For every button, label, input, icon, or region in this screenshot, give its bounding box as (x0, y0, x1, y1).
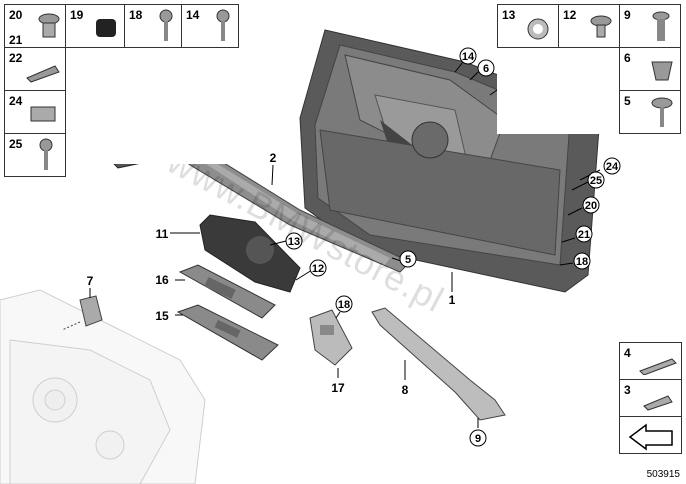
direction-arrow-icon (628, 423, 673, 451)
door-trim-panel (299, 29, 601, 293)
cell-12: 12 (558, 4, 620, 48)
label-1: 1 (449, 293, 456, 307)
cell-label-4: 4 (624, 346, 631, 360)
grab-handle (371, 307, 506, 421)
diagram-number: 503915 (646, 469, 680, 480)
cell-25: 25 (4, 133, 66, 177)
cell-5: 5 (619, 90, 681, 134)
callout-9: 9 (475, 433, 481, 445)
cell-label-25: 25 (9, 137, 23, 151)
cell-label-18: 18 (129, 8, 143, 22)
cell-label-6: 6 (624, 51, 631, 65)
speaker-grille (199, 214, 301, 293)
cell-label-22: 22 (9, 51, 23, 65)
callout-18: 18 (576, 256, 588, 268)
callout-14: 14 (462, 51, 475, 63)
cell-arrow (619, 416, 682, 454)
screw-icon (39, 138, 53, 170)
cell-label-5: 5 (624, 94, 631, 108)
cell-14: 14 (181, 4, 239, 48)
bracket-icon (639, 358, 677, 375)
bracket-icon (30, 106, 56, 122)
switch-panel-lower (176, 304, 279, 361)
callout-25: 25 (590, 175, 602, 187)
pin-icon (652, 11, 670, 41)
cell-label-13: 13 (502, 8, 516, 22)
callout-20: 20 (585, 200, 597, 212)
cell-22: 22 (4, 47, 66, 91)
clip-ring-icon (527, 18, 549, 40)
callout-6: 6 (483, 63, 489, 75)
clip-icon (38, 13, 60, 38)
cell-13: 13 (497, 4, 559, 48)
cell-6: 6 (619, 47, 681, 91)
label-16: 16 (155, 273, 169, 287)
label-7: 7 (87, 274, 94, 288)
callout-21: 21 (578, 229, 590, 241)
label-11: 11 (156, 227, 169, 241)
cell-24: 24 (4, 90, 66, 134)
cell-label-14: 14 (186, 8, 200, 22)
cell-label-20: 20 (9, 8, 23, 22)
switch-cover-17 (309, 309, 353, 366)
rivet-icon (590, 15, 612, 38)
cell-label-24: 24 (9, 94, 23, 108)
door-frame-background (0, 289, 206, 484)
cell-4: 4 (619, 342, 682, 380)
cell-label-3: 3 (624, 383, 631, 397)
clip-part-7 (61, 295, 103, 331)
cell-label-9: 9 (624, 8, 631, 22)
cell-9: 9 (619, 4, 681, 48)
cell-label-12: 12 (563, 8, 577, 22)
screw-icon (651, 97, 673, 127)
cell-19: 19 (65, 4, 125, 48)
grommet-icon (96, 19, 116, 37)
screw-icon (216, 9, 230, 41)
right-parts-grid: 13 12 9 6 5 (497, 4, 682, 134)
cell-20-21: 20 21 (4, 4, 66, 48)
cell-label-21: 21 (9, 33, 23, 47)
callout-12: 12 (312, 263, 324, 275)
cell-3: 3 (619, 379, 682, 417)
label-15: 15 (155, 309, 169, 323)
cell-label-19: 19 (70, 8, 84, 22)
label-8: 8 (402, 383, 409, 397)
switch-panel-upper (178, 264, 276, 319)
callout-5: 5 (405, 254, 411, 266)
screw-icon (159, 9, 173, 41)
callout-13: 13 (288, 236, 300, 248)
left-parts-grid: 20 21 19 18 14 22 24 25 (4, 4, 244, 177)
bracket-icon (26, 65, 60, 83)
label-17: 17 (331, 381, 345, 395)
label-2: 2 (270, 151, 277, 165)
nut-icon (651, 61, 673, 81)
bracket-icon (643, 395, 673, 411)
callout-24: 24 (606, 161, 619, 173)
cell-18: 18 (124, 4, 182, 48)
callout-18b: 18 (338, 299, 350, 311)
bottom-right-parts-grid: 4 3 (619, 342, 682, 462)
